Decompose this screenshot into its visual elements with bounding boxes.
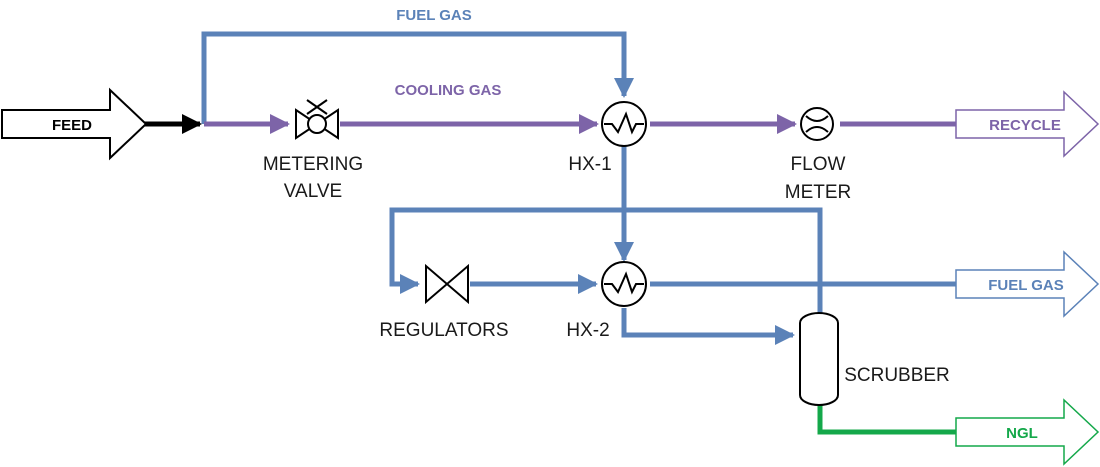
fuel-gas-bypass-line [201,31,634,124]
scrubber-ngl-line [817,405,956,435]
flow-meter-icon [800,107,834,141]
recycle-arrow [955,90,1100,158]
fuel-gas-top-label: FUEL GAS [396,7,472,24]
scrubber-vessel-icon [799,312,839,406]
feed-label: FEED [52,117,92,134]
flow-meter-label-line1: FLOW [791,154,846,175]
ngl-arrow [955,398,1100,466]
regulator-valve-icon [425,263,469,305]
hx2-to-scrubber-line [621,308,795,345]
hx1-label: HX-1 [568,154,611,175]
metering-valve-icon [295,99,339,140]
hx2-label: HX-2 [566,320,609,341]
regulators-label: REGULATORS [379,320,508,341]
metering-valve-label-line2: VALVE [284,181,342,202]
cooling-gas-label: COOLING GAS [395,82,502,99]
fuel-gas-out-label: FUEL GAS [988,277,1064,294]
flow-meter-label-line2: METER [785,182,852,203]
recycle-label: RECYCLE [989,117,1061,134]
scrubber-label: SCRUBBER [844,365,950,386]
ngl-label: NGL [1006,425,1038,442]
feed-arrow [1,87,148,161]
heat-exchanger-hx2-icon [601,261,647,307]
metering-valve-label-line1: METERING [263,154,363,175]
scrubber-overhead-loop-line [389,207,823,313]
fuel-gas-out-arrow [955,250,1100,318]
heat-exchanger-hx1-icon [601,101,647,147]
